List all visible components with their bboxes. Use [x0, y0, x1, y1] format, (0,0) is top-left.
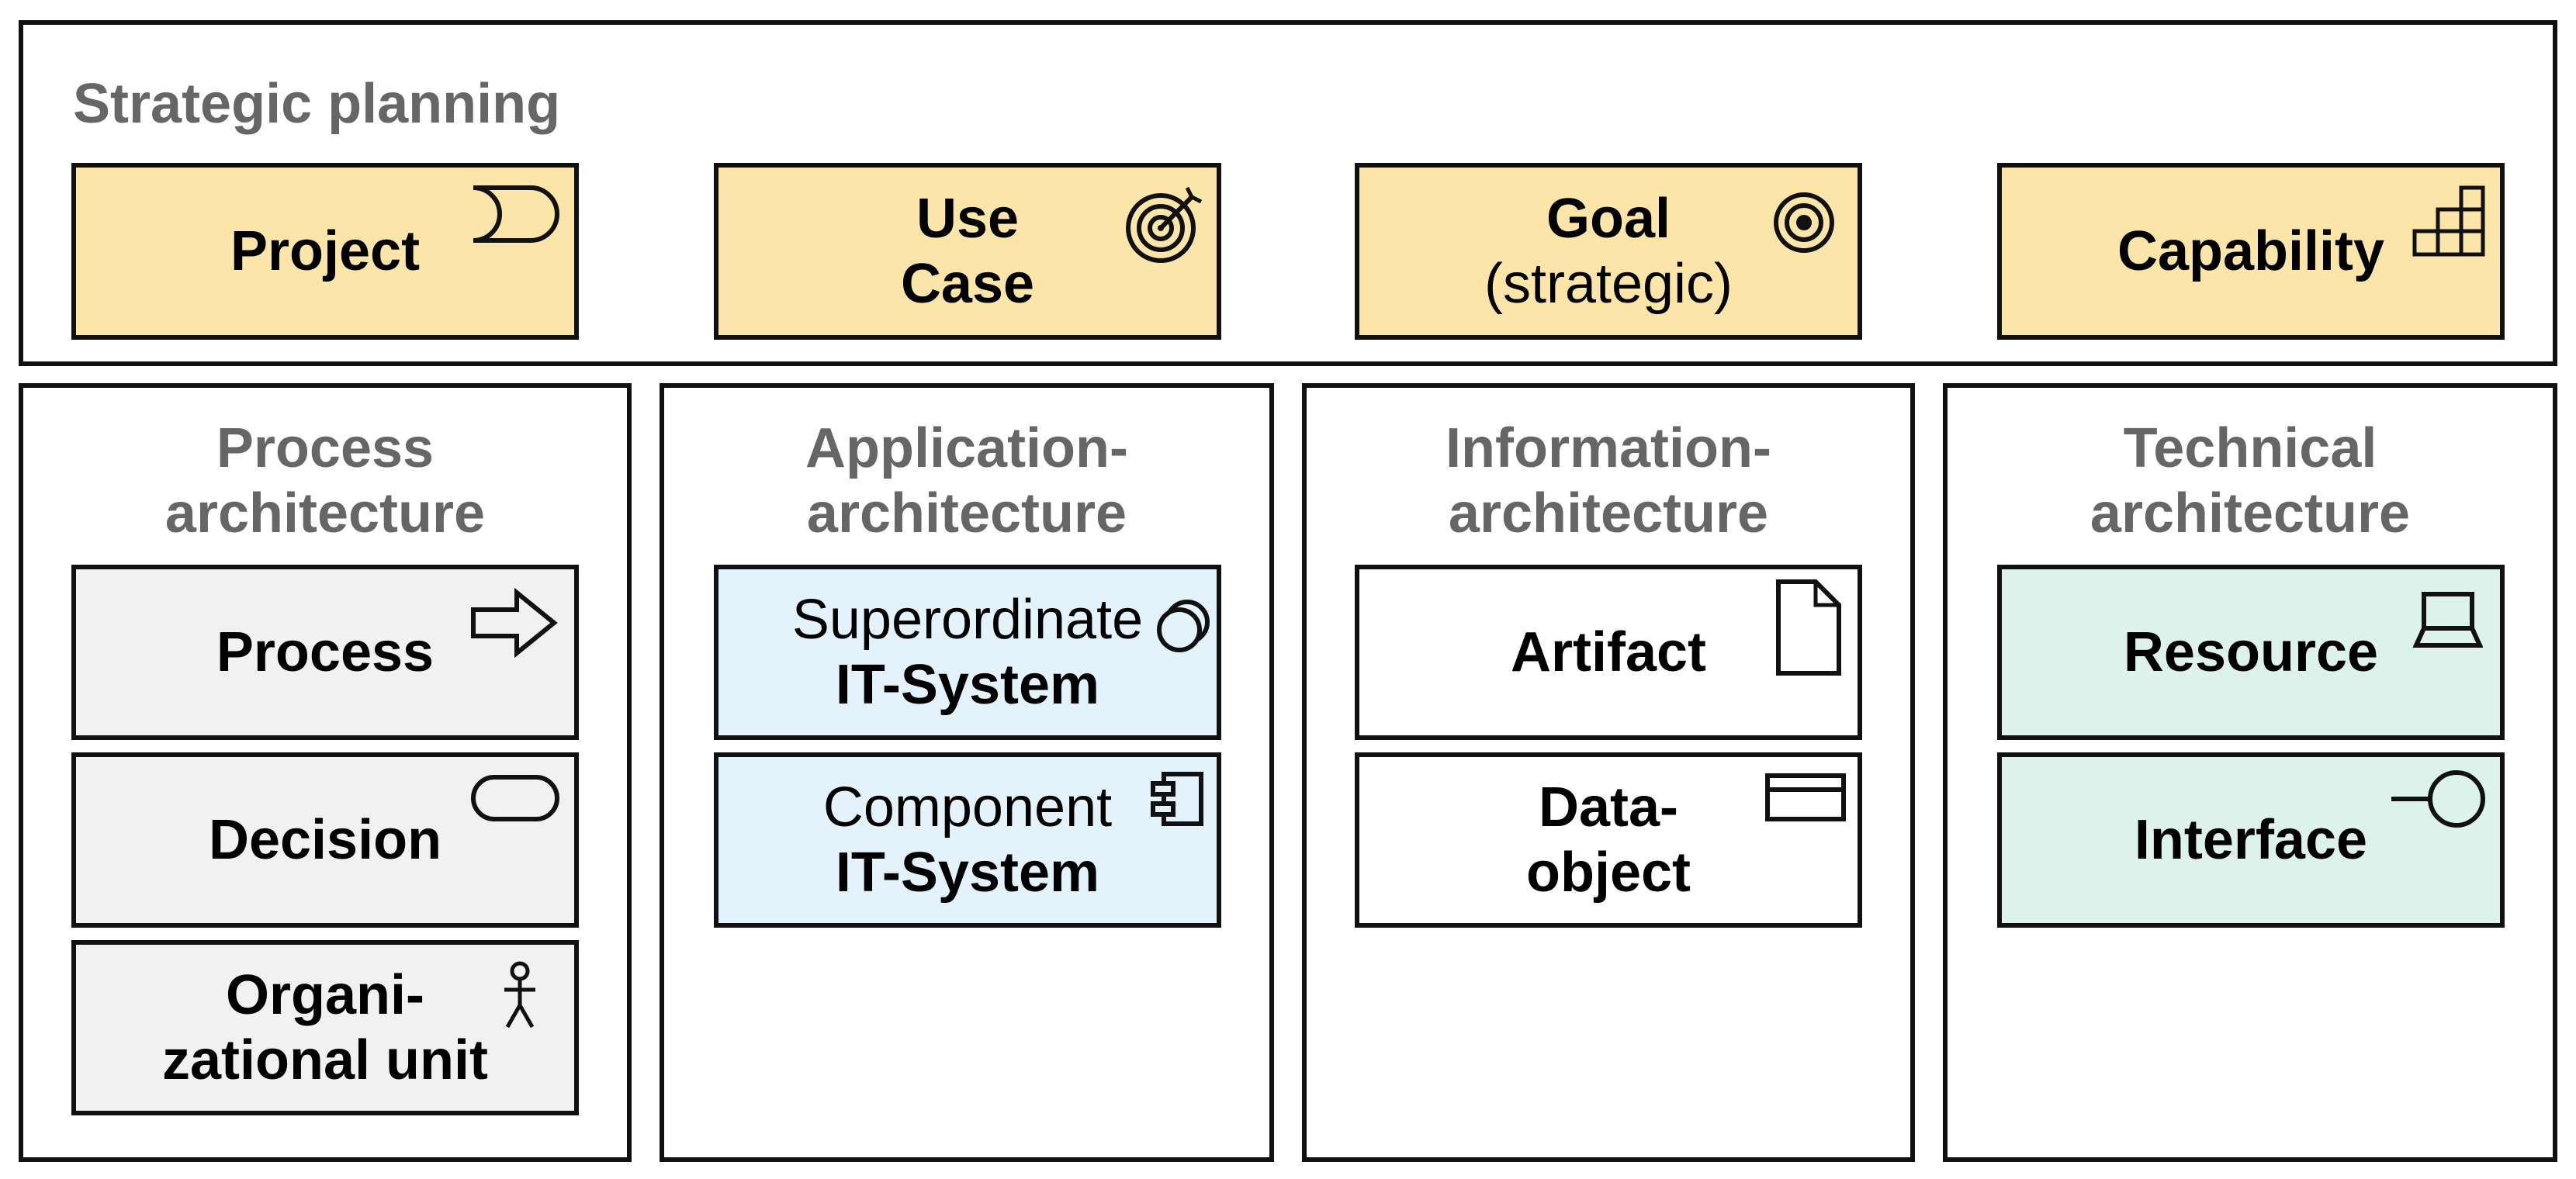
goal-icon	[1774, 192, 1834, 253]
decision-label: Decision	[208, 809, 442, 871]
technical-architecture-title-1: Technical	[2123, 417, 2377, 479]
document-icon	[1776, 579, 1841, 676]
application-architecture-title-1: Application-	[805, 417, 1128, 479]
process-architecture-title-2: architecture	[164, 482, 486, 545]
decision-box: Decision	[71, 752, 579, 928]
superordinate-label-1: Superordinate	[791, 589, 1144, 651]
component-it-system-box: Component IT-System	[714, 752, 1221, 928]
interface-icon	[2391, 770, 2485, 828]
information-architecture-title-1: Information-	[1446, 417, 1771, 479]
resource-box: Resource	[1997, 565, 2505, 740]
superordinate-it-system-box: Superordinate IT-System	[714, 565, 1221, 740]
organizational-unit-label-1: Organi-	[225, 964, 424, 1026]
process-architecture-title: Process architecture	[19, 416, 632, 546]
process-box: Process	[71, 565, 579, 740]
project-box: Project	[71, 163, 579, 340]
project-label: Project	[230, 220, 421, 282]
application-architecture-title: Application- architecture	[660, 416, 1274, 546]
interface-box: Interface	[1997, 752, 2505, 928]
goal-label-1: Goal	[1546, 188, 1671, 250]
laptop-icon	[2413, 592, 2483, 648]
technical-architecture-title: Technical architecture	[1943, 416, 2557, 546]
process-architecture-title-1: Process	[216, 417, 435, 479]
data-object-label-2: object	[1525, 842, 1691, 904]
goal-box: Goal (strategic)	[1355, 163, 1862, 340]
organizational-unit-box: Organi- zational unit	[71, 940, 579, 1115]
rounded-rect-icon	[471, 775, 559, 821]
data-object-box: Data- object	[1355, 752, 1862, 928]
component-label-1: Component	[822, 776, 1113, 838]
arrow-right-icon	[471, 588, 558, 658]
information-architecture-title: Information- architecture	[1302, 416, 1915, 546]
component-label-2: IT-System	[835, 842, 1100, 904]
use-case-label-2: Case	[900, 253, 1035, 315]
artifact-box: Artifact	[1355, 565, 1862, 740]
resource-label: Resource	[2123, 621, 2379, 683]
person-icon	[504, 961, 535, 1029]
process-label: Process	[216, 621, 435, 683]
superordinate-label-2: IT-System	[835, 654, 1100, 716]
capability-icon	[2412, 185, 2485, 257]
capability-box: Capability	[1997, 163, 2505, 340]
goal-label-2: (strategic)	[1484, 253, 1733, 315]
system-icon	[1157, 600, 1210, 652]
technical-architecture-title-2: architecture	[2090, 482, 2411, 545]
application-architecture-title-2: architecture	[806, 482, 1127, 545]
use-case-label-1: Use	[916, 188, 1020, 250]
component-icon	[1151, 772, 1203, 826]
information-architecture-title-2: architecture	[1448, 482, 1769, 545]
organizational-unit-label-2: zational unit	[162, 1029, 488, 1091]
data-object-label-1: Data-	[1538, 776, 1679, 838]
data-object-icon	[1765, 773, 1846, 821]
project-icon	[473, 185, 559, 243]
capability-label: Capability	[2117, 220, 2385, 282]
target-icon	[1126, 186, 1203, 263]
strategic-planning-title: Strategic planning	[73, 73, 561, 135]
use-case-box: Use Case	[714, 163, 1221, 340]
artifact-label: Artifact	[1510, 621, 1707, 683]
interface-label: Interface	[2134, 809, 2368, 871]
